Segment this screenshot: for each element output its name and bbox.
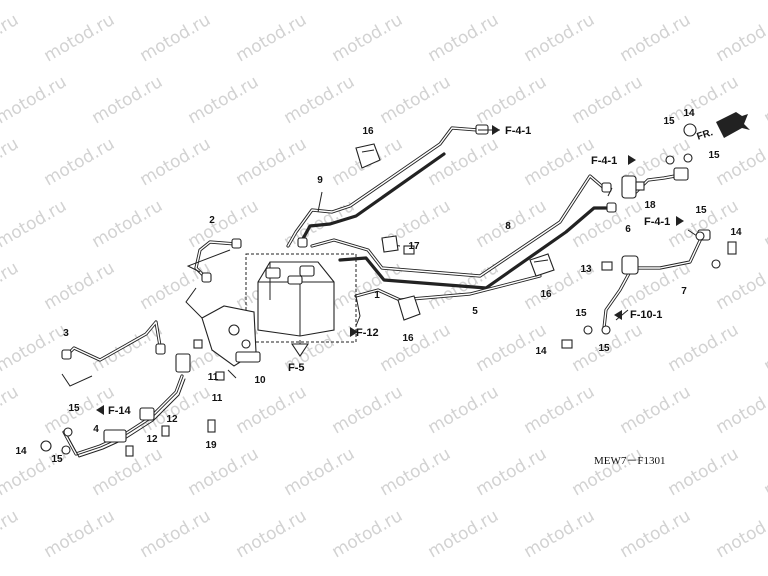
part-number: 4 [93,424,99,435]
fasteners [40,123,737,457]
part-number: 18 [644,200,656,211]
part-number: 6 [625,224,631,235]
leader-lines [61,129,701,387]
part-number: 15 [708,150,720,161]
part-number: 14 [535,346,547,357]
part-number: 15 [575,308,587,319]
ref-label: F-4-1 [591,155,617,167]
ref-label: F-4-1 [644,216,670,228]
part-number: 15 [68,403,80,414]
brake-pipe-3 [61,320,166,362]
part-number: 15 [51,454,63,465]
part-number: 16 [540,289,552,300]
part-number: 9 [317,175,323,186]
part-number: 15 [695,205,707,216]
brake-pipe-8 [310,174,617,290]
ref-f14[interactable]: F-14 [96,405,132,417]
part-number: 14 [683,108,695,119]
part-number: 16 [402,333,414,344]
part-number: 14 [15,446,27,457]
ref-label: F-10-1 [630,309,662,321]
part-number: 17 [408,241,420,252]
part-number: 5 [472,306,478,317]
ref-f41-mid[interactable]: F-4-1 [591,155,636,167]
part-number: 12 [166,414,178,425]
part-number: 14 [730,227,742,238]
part-number: 10 [254,375,266,386]
part-number: 19 [205,440,217,451]
brake-pipe-9 [286,124,489,248]
part-number: 2 [209,215,215,226]
part-number: 13 [580,264,592,275]
ref-f12[interactable]: F-12 [350,327,379,339]
front-direction-arrow [716,112,750,138]
ref-f41-right[interactable]: F-4-1 [644,216,684,228]
ref-label: F-4-1 [505,125,531,137]
part-number: 7 [681,286,687,297]
diagram-code: MEW7－F1301 [594,455,666,467]
abs-modulator-unit [201,253,357,367]
ref-f101[interactable]: F-10-1 [614,309,662,321]
part-number: 15 [663,116,675,127]
part-number: 15 [598,343,610,354]
brake-hose-4 [62,353,191,458]
clamp-16-low [397,295,421,321]
front-direction-label: FR. [696,127,715,143]
part-number: 11 [212,393,223,404]
ref-f41-top[interactable]: F-4-1 [492,125,531,137]
ref-f5[interactable]: F-5 [288,362,305,374]
part-number: 8 [505,221,511,232]
clamp-16-mid [529,253,555,277]
part-number: 16 [362,126,374,137]
part-number: 1 [374,290,380,301]
part-number: 12 [146,434,158,445]
ref-label: F-5 [288,362,305,374]
part-number: 3 [63,328,69,339]
clamp-16-top [355,143,381,169]
ref-label: F-12 [356,327,379,339]
ref-label: F-14 [108,405,132,417]
clamp-17 [381,235,399,253]
part-number: 11 [208,372,219,383]
